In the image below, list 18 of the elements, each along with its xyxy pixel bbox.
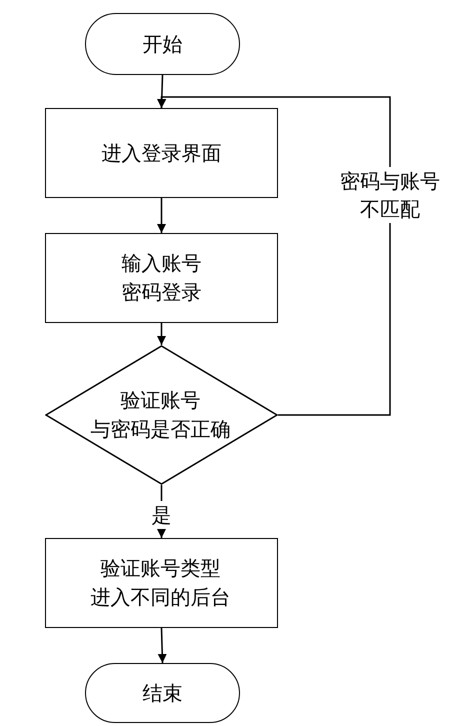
decision-diamond [45,345,278,485]
terminal-box [85,13,240,75]
node-text: 结束 [142,680,182,706]
edge-label: 密码与账号不匹配 [339,167,441,223]
edge-label: 是 [152,500,172,528]
node-text: 输入账号密码登录 [120,250,202,306]
node-text: 验证账号与密码是否正确 [90,387,232,443]
arrow [157,96,391,416]
node-text: 开始 [142,30,182,58]
process-box [45,538,278,628]
arrow [158,628,167,664]
arrow [157,198,166,233]
node-text: 进入登录界面 [102,140,222,166]
node-text: 验证账号类型进入不同的后台 [90,555,232,611]
process-box [45,108,278,198]
terminal-box [85,663,240,723]
process-box [45,233,278,323]
arrow [157,323,166,345]
